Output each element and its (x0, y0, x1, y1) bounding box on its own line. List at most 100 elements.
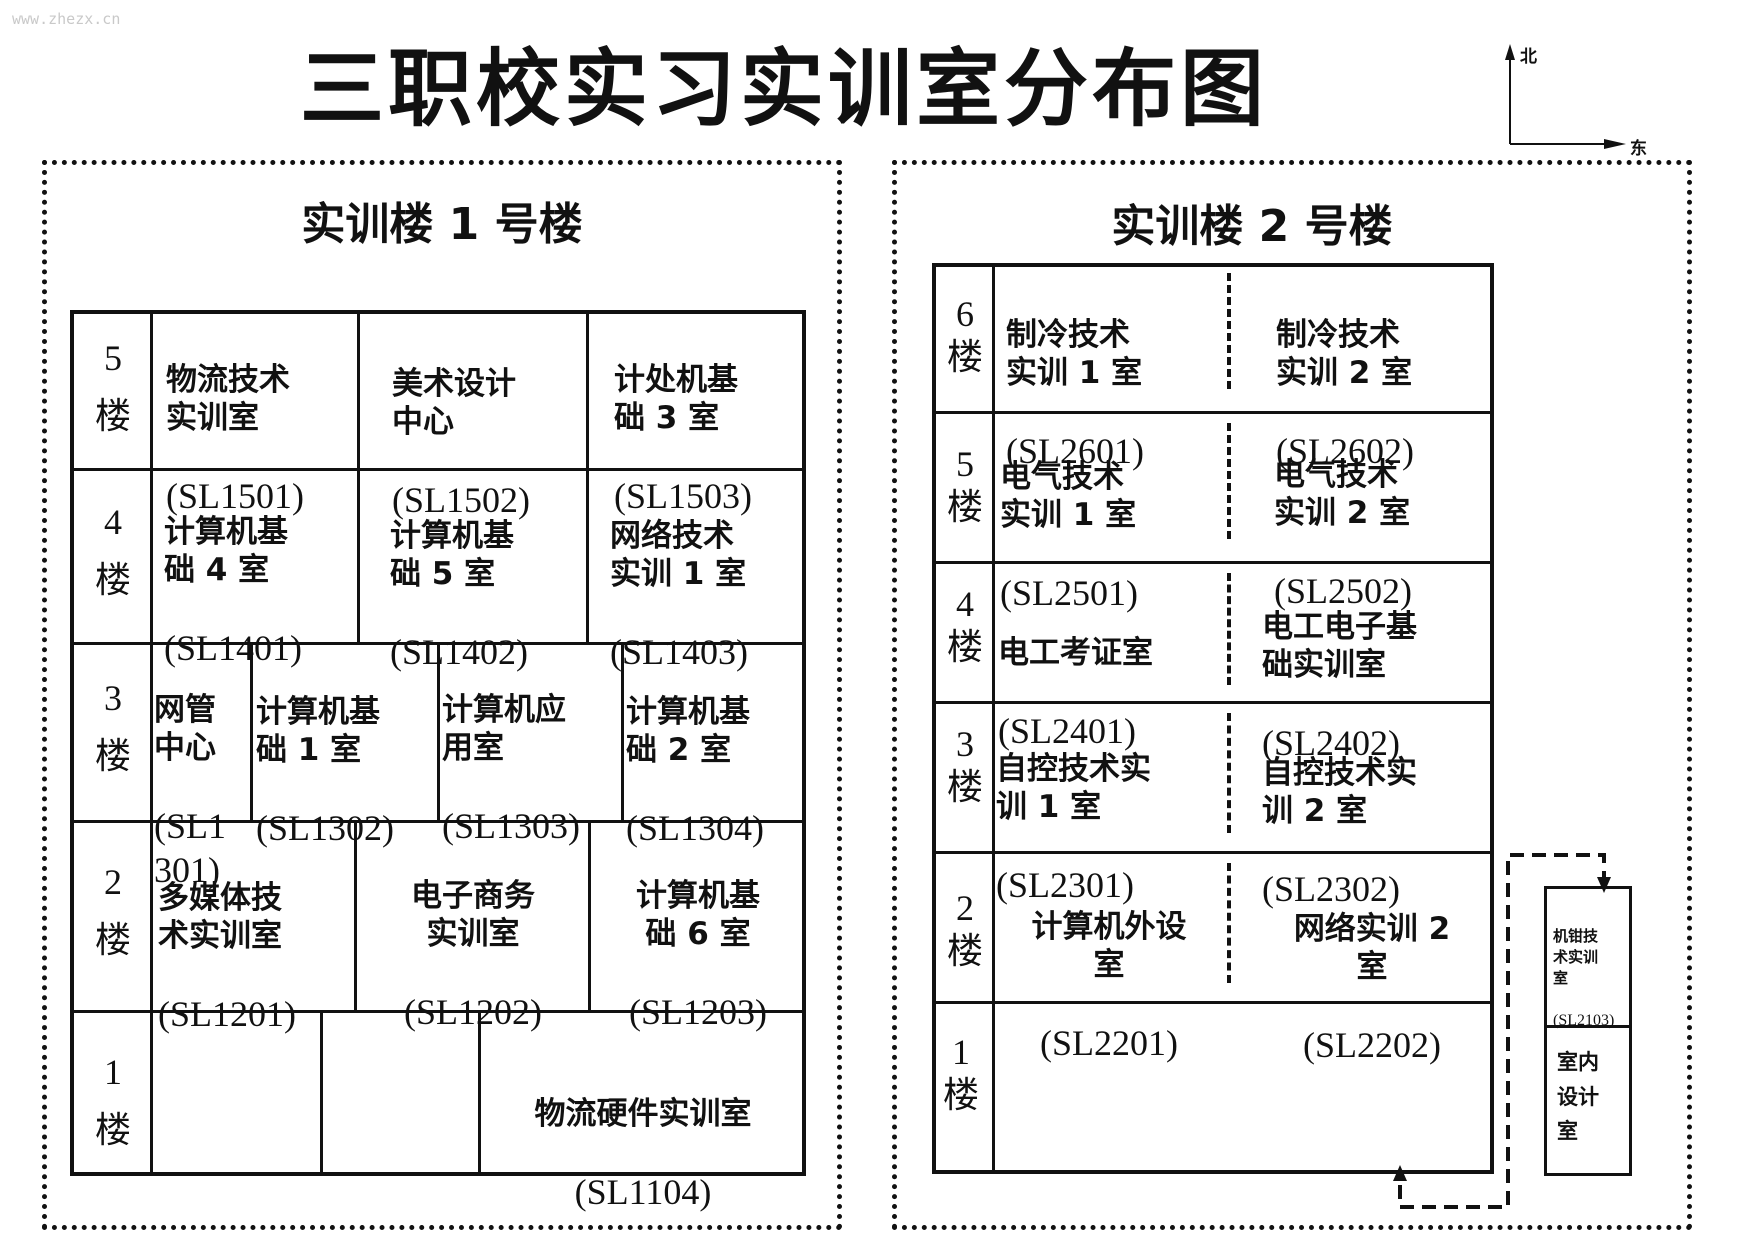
room-divider (437, 642, 440, 820)
annex-divider (1547, 1025, 1629, 1028)
room-name: 网络实训 2 室 (1293, 910, 1451, 985)
room-code: (SL2602) (1276, 431, 1414, 472)
room-divider (354, 820, 357, 1010)
room-name: 多媒体技 术实训室 (158, 879, 282, 954)
label-column-divider (992, 267, 995, 1170)
room-code: (SL2202) (1303, 1025, 1441, 1066)
room-sl1304: 计算机基 础 2 室 (SL1304) (626, 656, 806, 889)
compass-east-label: 东 (1630, 139, 1647, 159)
room-name: 计算机外设 室 (1031, 908, 1187, 983)
arrow-down-icon (1597, 877, 1611, 893)
building-1-floor-grid: 5 楼 4 楼 3 楼 2 楼 1 楼 物流技术 实训室 (SL1501) 美术… (70, 310, 806, 1212)
room-code: (SL2401) (998, 711, 1136, 752)
room-name: 网管 中心 (154, 691, 216, 766)
compass-arrows-icon (1505, 44, 1626, 149)
page-title: 三职校实习实训室分布图 (300, 40, 1269, 138)
floor-label-3f: 3 楼 (946, 724, 983, 808)
room-sl1302: 计算机基 础 1 室 (SL1302) (256, 656, 438, 889)
floor-divider (936, 1001, 1490, 1004)
floor-label-3f: 3 楼 (94, 678, 131, 776)
room-sl1401: 计算机基 础 4 室 (SL1401) (164, 476, 354, 709)
room-name: 物流技术 实训室 (166, 361, 290, 436)
room-name: 电气技术 实训 2 室 (1274, 456, 1411, 531)
room-code: (SL2402) (1262, 723, 1400, 764)
room-code: (SL2502) (1274, 571, 1412, 612)
room-sl1501: 物流技术 实训室 (SL1501) (166, 324, 356, 557)
room-name: 电工考证室 (998, 634, 1153, 671)
room-sl2202: 网络实训 2 室 (SL2202) (1254, 873, 1490, 1106)
room-divider (588, 820, 591, 1010)
room-divider (357, 314, 360, 468)
room-code: (SL1403) (610, 632, 748, 673)
label-column-divider (150, 314, 153, 1172)
floor-label-4f: 4 楼 (946, 584, 983, 668)
floor-label-2f: 2 楼 (946, 888, 983, 972)
room-name: 制冷技术 实训 2 室 (1276, 316, 1413, 391)
room-sl2201: 计算机外设 室 (SL2201) (994, 871, 1224, 1104)
dashed-room-divider (1227, 573, 1231, 685)
building-2-frame (892, 160, 1692, 1230)
floor-divider (936, 851, 1490, 854)
building-1-frame (42, 160, 842, 1230)
floor-divider (74, 1010, 802, 1013)
room-sl2602: 制冷技术 实训 2 室 (SL2602) (1276, 279, 1486, 512)
room-code: (SL2201) (1040, 1023, 1178, 1064)
watermark-text: www.zhezx.cn (12, 10, 121, 28)
room-sl1502: 美术设计 中心 (SL1502) (392, 328, 584, 561)
room-sl1201: 多媒体技 术实训室 (SL1201) (158, 842, 354, 1075)
room-name: 计处机基 础 3 室 (614, 361, 738, 436)
annex-building: 机钳技 术实训 室 (SL2103) 室内 设计 室 (1544, 886, 1632, 1176)
floor-divider (74, 820, 802, 823)
room-name: 计算机基 础 6 室 (636, 877, 760, 952)
room-divider (250, 642, 253, 820)
room-divider (586, 314, 589, 468)
building-2-floor-grid: 6 楼 5 楼 4 楼 3 楼 2 楼 1 楼 制冷技术 实训 1 室 (SL2… (932, 263, 1494, 1174)
room-sl1402: 计算机基 础 5 室 (SL1402) (390, 480, 582, 713)
floor-label-1f: 1 楼 (942, 1032, 979, 1116)
room-divider (320, 1010, 323, 1172)
building-2-title: 实训楼 2 号楼 (1111, 201, 1393, 252)
room-code: (SL1302) (256, 808, 394, 849)
room-sl1503: 计处机基 础 3 室 (SL1503) (614, 324, 804, 557)
room-name: 机钳技 术实训 室 (1553, 927, 1599, 987)
dashed-room-divider (1227, 713, 1231, 833)
floor-divider (936, 701, 1490, 704)
room-sl2502: 电气技术 实训 2 室 (SL2502) (1274, 419, 1486, 652)
room-name: 自控技术实 训 2 室 (1262, 754, 1417, 829)
annex-connector-path (1393, 853, 1611, 1209)
room-sl2302: 自控技术实 训 2 室 (SL2302) (1262, 717, 1490, 950)
room-name: 制冷技术 实训 1 室 (1006, 316, 1143, 391)
room-code: (SL1401) (164, 628, 302, 669)
room-code: (SL1201) (158, 994, 296, 1035)
room-sl1301: 网管 中心 (SL1 301) (154, 654, 250, 931)
room-sl2103: 机钳技 术实训 室 (SL2103) (1553, 905, 1635, 1053)
room-divider (586, 468, 589, 642)
floor-label-4f: 4 楼 (94, 502, 131, 600)
room-sl1403: 网络技术 实训 1 室 (SL1403) (610, 480, 804, 713)
room-sl2402: 电工电子基 础实训室 (SL2402) (1262, 571, 1490, 804)
room-divider (478, 1010, 481, 1172)
room-name: 物流硬件实训室 (534, 1095, 752, 1132)
room-name: 计算机基 础 5 室 (390, 517, 514, 592)
room-code: (SL2103) (1553, 1012, 1615, 1029)
room-divider (621, 642, 624, 820)
room-interior-design: 室内 设计 室 (1557, 1050, 1599, 1144)
room-code: (SL1503) (614, 476, 752, 517)
arrow-up-icon (1393, 1165, 1407, 1181)
dashed-room-divider (1227, 423, 1231, 539)
room-code: (SL1203) (629, 992, 767, 1033)
room-sl2401: 电工考证室 (SL2401) (998, 597, 1224, 792)
floor-label-2f: 2 楼 (94, 862, 131, 960)
room-sl2501: 电气技术 实训 1 室 (SL2501) (1000, 421, 1220, 654)
room-code: (SL1402) (390, 632, 528, 673)
room-sl1203: 计算机基 础 6 室 (SL1203) (592, 840, 804, 1073)
room-code: (SL1502) (392, 480, 530, 521)
room-code: (SL2301) (996, 865, 1134, 906)
floor-label-5f: 5 楼 (946, 444, 983, 528)
floor-divider (936, 411, 1490, 414)
floor-label-5f: 5 楼 (94, 338, 131, 436)
room-code: (SL2601) (1006, 431, 1144, 472)
room-code: (SL1 301) (154, 806, 226, 891)
room-code: (SL1501) (166, 476, 304, 517)
compass-north-label: 北 (1520, 47, 1537, 67)
